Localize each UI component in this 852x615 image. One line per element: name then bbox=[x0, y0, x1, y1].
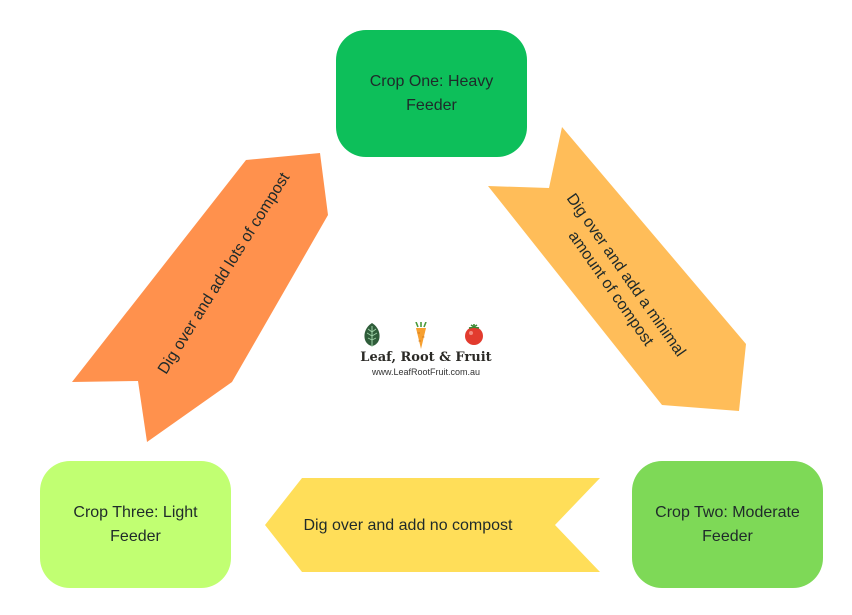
crop-three-box: Crop Three: Light Feeder bbox=[40, 461, 231, 588]
crop-two-box: Crop Two: Moderate Feeder bbox=[632, 461, 823, 588]
arrow-one-to-two bbox=[488, 127, 746, 411]
crop-three-label: Crop Three: Light Feeder bbox=[73, 503, 198, 545]
crop-one-label: Crop One: Heavy Feeder bbox=[369, 72, 494, 114]
arrow-three-to-one bbox=[72, 153, 328, 442]
carrot-icon bbox=[415, 322, 427, 349]
arrow-two-to-three-label: Dig over and add no compost bbox=[303, 517, 513, 534]
logo-title: Leaf, Root & Fruit bbox=[360, 350, 492, 365]
logo: Leaf, Root & Fruit www.LeafRootFruit.com… bbox=[350, 322, 502, 380]
leaf-icon bbox=[364, 323, 380, 347]
crop-two-label: Crop Two: Moderate Feeder bbox=[655, 503, 800, 545]
crop-one-box: Crop One: Heavy Feeder bbox=[336, 30, 527, 157]
logo-url: www.LeafRootFruit.com.au bbox=[371, 367, 481, 377]
tomato-icon bbox=[465, 324, 483, 345]
arrow-two-to-three bbox=[265, 478, 600, 572]
